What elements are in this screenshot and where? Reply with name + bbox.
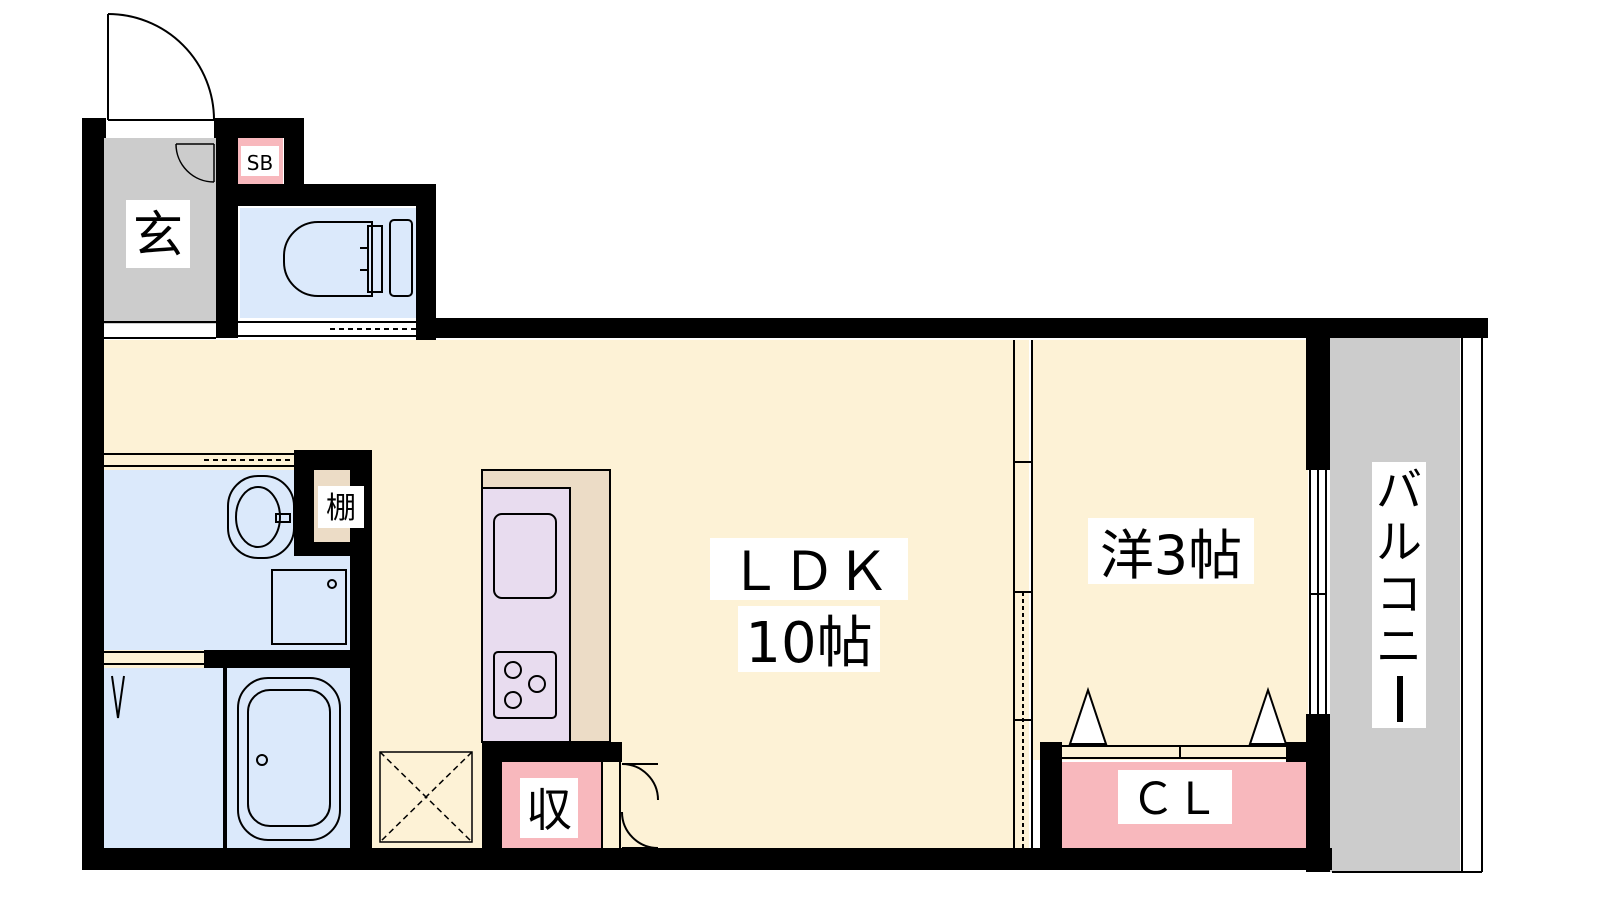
shoe-box-label: SB	[247, 151, 273, 175]
closet-label: ＣＬ	[1131, 774, 1219, 825]
balcony-label-char-4: ニ	[1376, 619, 1422, 673]
shelf-label: 棚	[326, 491, 356, 526]
ldk-size-label: 10帖	[745, 611, 872, 676]
toilet-floor	[240, 208, 420, 318]
door-swing-icon	[107, 13, 215, 121]
labels: 玄 SB 棚 ＬＤＫ 10帖 洋3帖 ＣＬ 収 バ ル コ ニ	[126, 146, 1426, 838]
wall-entrance-top-left	[82, 118, 106, 138]
wall-toilet-left	[216, 138, 238, 338]
western-room-label: 洋3帖	[1100, 524, 1242, 587]
wall-closet-left	[1040, 742, 1062, 852]
wall-east-inner	[1306, 338, 1330, 470]
wall-bath-top	[204, 650, 352, 668]
bathtub-icon	[111, 667, 341, 851]
kitchen	[481, 469, 611, 743]
stove-burner-icon	[493, 651, 557, 719]
wall-toilet-top	[218, 184, 436, 206]
storage-label: 収	[526, 783, 572, 837]
balcony-label-char-3: コ	[1376, 567, 1422, 621]
ldk-label: ＬＤＫ	[728, 540, 890, 603]
partitions	[104, 321, 1483, 873]
toilet-icon	[283, 219, 413, 297]
wall-storage-left	[482, 742, 502, 850]
wall-east-inner-low	[1306, 714, 1330, 872]
wall-entrance-top-right	[214, 118, 304, 138]
wall-closet-right	[1286, 742, 1308, 762]
wall-balcony-bottom	[1306, 852, 1332, 870]
wall-west	[82, 118, 104, 870]
wall-storage-top	[482, 742, 622, 762]
balcony-label-char-2: ル	[1376, 515, 1422, 569]
refrigerator-space-icon	[379, 751, 473, 843]
shoe-box-door-icon	[175, 143, 215, 183]
washbasin-icon	[227, 475, 295, 559]
washing-machine-pan-icon	[271, 569, 347, 645]
kitchen-sink-icon	[493, 513, 557, 599]
balcony-label-char-5	[1397, 676, 1403, 722]
wall-north-main	[420, 318, 1488, 338]
closet-door-icon	[1068, 686, 1288, 745]
wall-toilet-right	[416, 184, 436, 340]
wall-shelf-left	[294, 450, 314, 556]
balcony-label-char-1: バ	[1376, 463, 1422, 517]
wall-sb-right	[284, 118, 304, 186]
storage-door-icon	[621, 763, 659, 849]
entrance-label: 玄	[133, 206, 183, 264]
bathroom-floor	[104, 668, 352, 850]
